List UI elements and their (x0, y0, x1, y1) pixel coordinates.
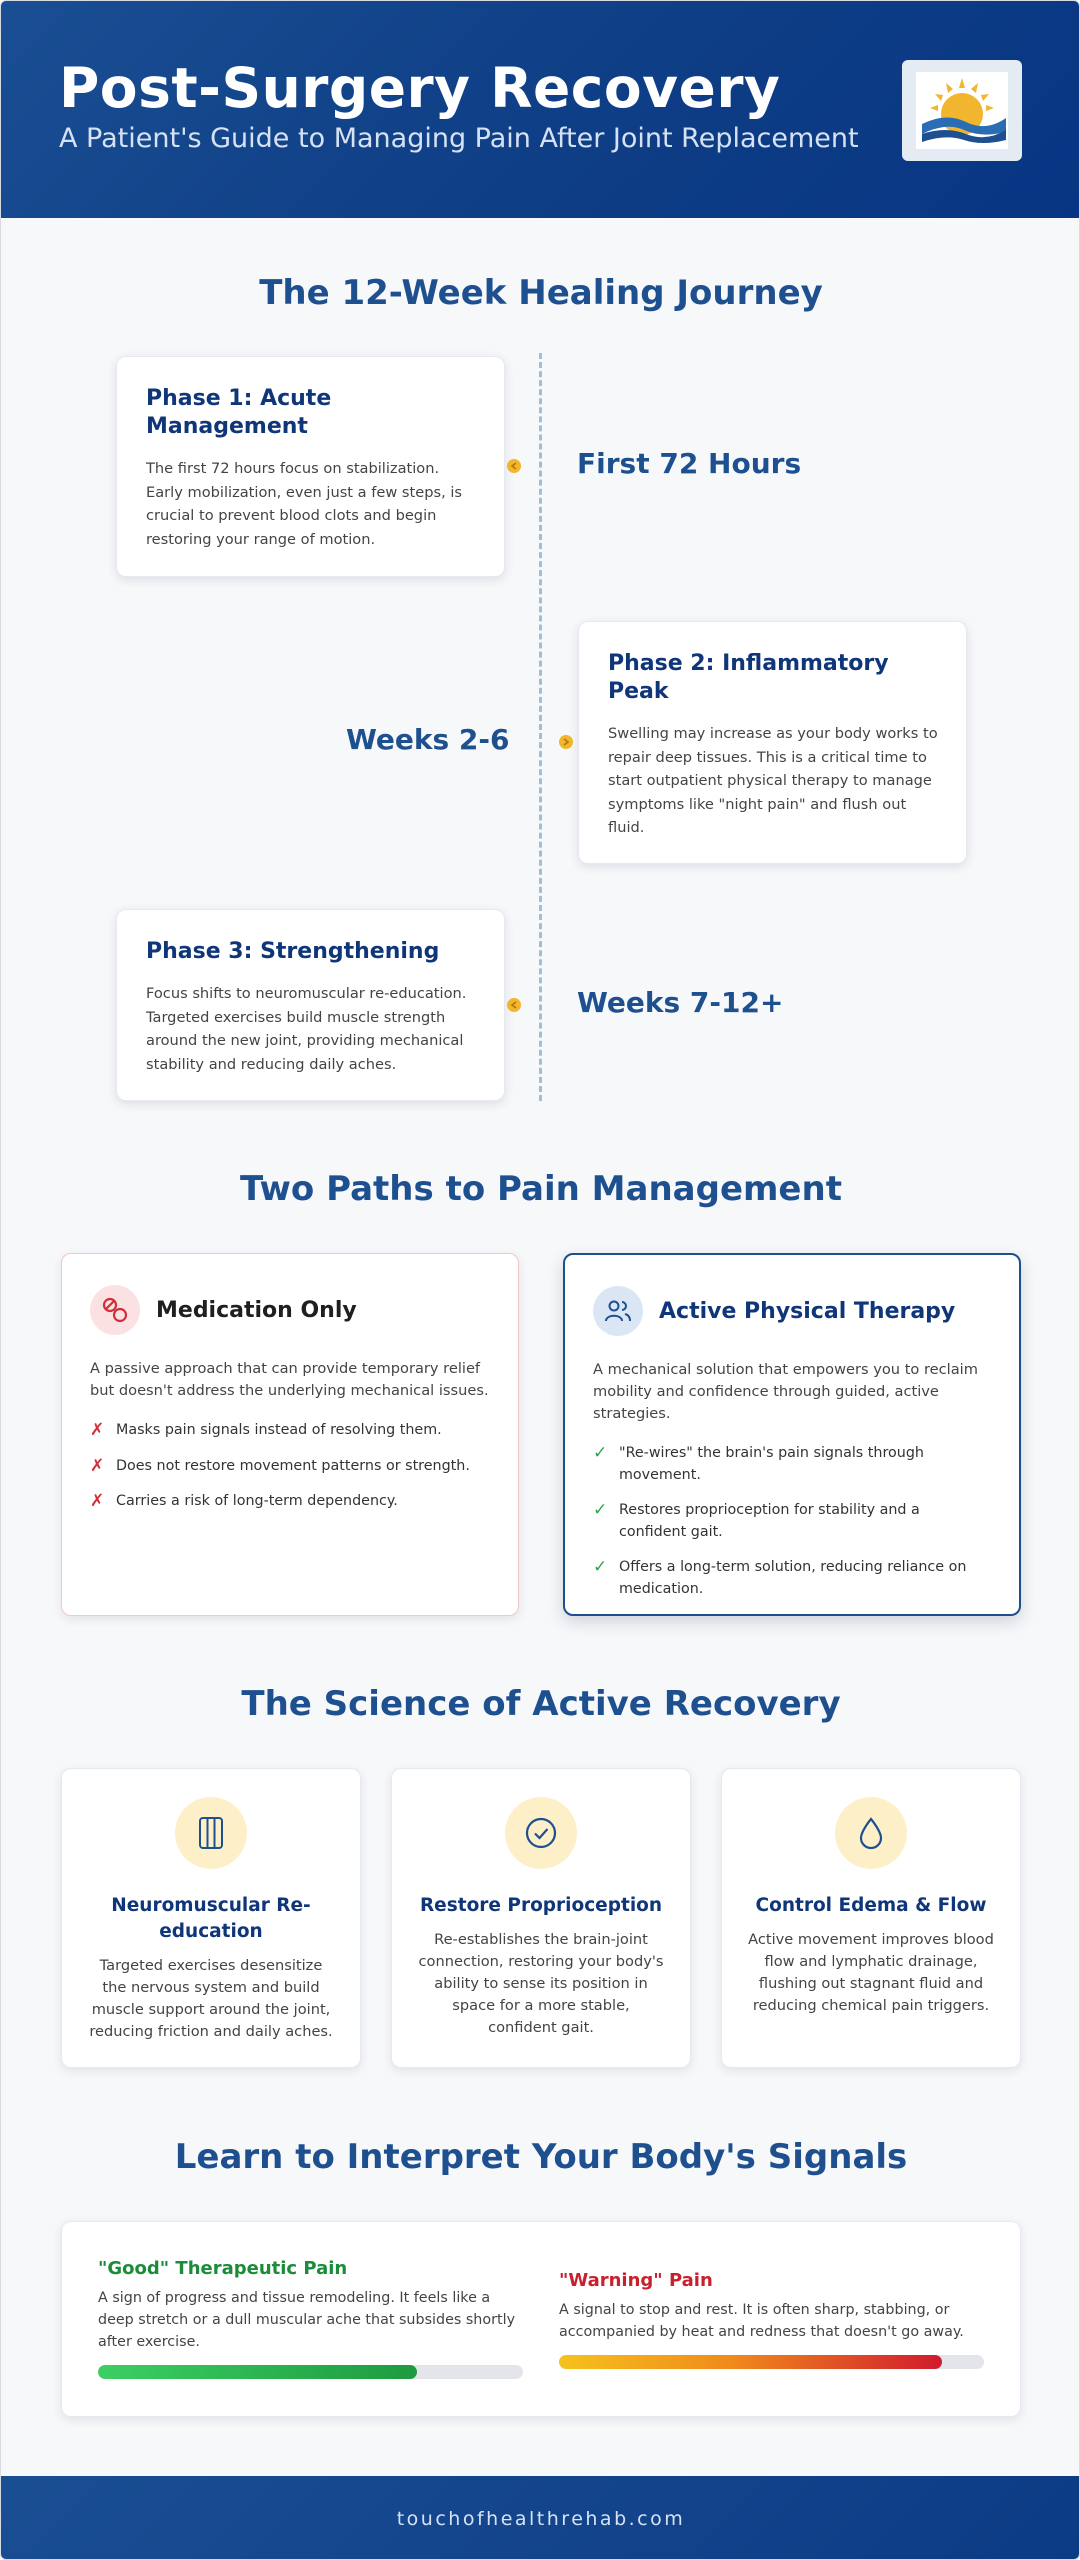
science-card-proprioception: Restore Proprioception Re-establishes th… (391, 1768, 691, 2068)
page-subtitle: A Patient's Guide to Managing Pain After… (59, 123, 859, 154)
check-circle-icon (505, 1797, 577, 1869)
medication-title: Medication Only (156, 1297, 357, 1323)
science-card-title: Neuromuscular Re-education (111, 1895, 311, 1942)
list-item: ✗Masks pain signals instead of resolving… (90, 1420, 442, 1440)
science-card-title: Control Edema & Flow (755, 1895, 987, 1916)
timeline-line (539, 353, 542, 1101)
therapy-card: Active Physical Therapy A mechanical sol… (563, 1253, 1021, 1616)
check-icon: ✓ (593, 1557, 608, 1577)
science-card-neuromuscular: Neuromuscular Re-education Targeted exer… (61, 1768, 361, 2068)
phase-1-title: Phase 1: Acute Management (146, 386, 332, 439)
footer: touchofhealthrehab.com (1, 2476, 1079, 2559)
timeline-dot-3 (507, 998, 521, 1012)
phase-1-label: First 72 Hours (577, 447, 802, 480)
warning-pain-bar-fill (559, 2355, 942, 2369)
good-pain-text: A sign of progress and tissue remodeling… (98, 2290, 516, 2350)
science-card-text: Re-establishes the brain-joint connectio… (418, 1931, 664, 2036)
check-icon: ✓ (593, 1500, 608, 1520)
arrow-left-icon (510, 1001, 517, 1009)
timeline-dot-1 (507, 459, 521, 473)
list-item: ✓Offers a long-term solution, reducing r… (593, 1557, 991, 1600)
medication-card: Medication Only A passive approach that … (61, 1253, 519, 1616)
warning-pain-text: A signal to stop and rest. It is often s… (559, 2302, 964, 2340)
therapy-list: ✓"Re-wires" the brain's pain signals thr… (593, 1443, 991, 1600)
therapy-title: Active Physical Therapy (659, 1298, 956, 1324)
signals-section-title: Learn to Interpret Your Body's Signals (174, 2137, 908, 2177)
droplet-icon (835, 1797, 907, 1869)
timeline-dot-2 (559, 735, 573, 749)
cross-icon: ✗ (90, 1420, 105, 1440)
phase-2-title: Phase 2: Inflammatory Peak (608, 651, 889, 704)
phase-2-text: Swelling may increase as your body works… (608, 725, 938, 836)
science-section-title: The Science of Active Recovery (241, 1684, 841, 1724)
science-card-title: Restore Proprioception (419, 1895, 663, 1916)
users-icon (593, 1286, 643, 1336)
cross-icon: ✗ (90, 1491, 105, 1511)
good-pain-column: "Good" Therapeutic Pain A sign of progre… (98, 2258, 523, 2379)
medication-desc: A passive approach that can provide temp… (90, 1360, 489, 1399)
good-pain-bar (98, 2365, 523, 2379)
list-item: ✗Carries a risk of long-term dependency. (90, 1491, 398, 1511)
list-item: ✓"Re-wires" the brain's pain signals thr… (593, 1443, 991, 1486)
phase-3-title: Phase 3: Strengthening (146, 939, 440, 964)
cross-icon: ✗ (90, 1455, 105, 1476)
phase-3-card: Phase 3: Strengthening Focus shifts to n… (116, 909, 505, 1101)
science-card-text: Targeted exercises desensitize the nervo… (89, 1957, 333, 2040)
warning-pain-title: "Warning" Pain (559, 2270, 713, 2291)
phase-1-card: Phase 1: Acute Management The first 72 h… (116, 356, 505, 577)
footer-website[interactable]: touchofhealthrehab.com (396, 2507, 686, 2530)
sun-wave-logo-icon (916, 72, 1008, 149)
phase-2-card: Phase 2: Inflammatory Peak Swelling may … (578, 621, 967, 864)
page-title: Post-Surgery Recovery (59, 56, 781, 120)
list-item: ✗Does not restore movement patterns or s… (90, 1455, 470, 1476)
good-pain-title: "Good" Therapeutic Pain (98, 2258, 348, 2279)
signals-card: "Good" Therapeutic Pain A sign of progre… (61, 2221, 1021, 2417)
good-pain-bar-fill (98, 2365, 417, 2379)
paths-section-title: Two Paths to Pain Management (240, 1169, 842, 1209)
phase-3-text: Focus shifts to neuromuscular re-educati… (146, 985, 467, 1073)
pills-icon (90, 1285, 140, 1335)
columns-icon (175, 1797, 247, 1869)
science-card-text: Active movement improves blood flow and … (748, 1931, 994, 2014)
warning-pain-bar (559, 2355, 984, 2369)
warning-pain-column: "Warning" Pain A signal to stop and rest… (559, 2270, 984, 2369)
science-card-edema: Control Edema & Flow Active movement imp… (721, 1768, 1021, 2068)
medication-list: ✗Masks pain signals instead of resolving… (90, 1420, 490, 1513)
therapy-desc: A mechanical solution that empowers you … (593, 1361, 978, 1422)
list-item: ✓Restores proprioception for stability a… (593, 1500, 991, 1543)
phase-3-label: Weeks 7-12+ (577, 986, 784, 1019)
phase-1-text: The first 72 hours focus on stabilizatio… (146, 460, 463, 548)
header: Post-Surgery Recovery A Patient's Guide … (1, 1, 1079, 218)
arrow-left-icon (510, 462, 517, 470)
phase-2-label: Weeks 2-6 (346, 723, 510, 756)
arrow-right-icon (563, 738, 570, 746)
check-icon: ✓ (593, 1443, 608, 1463)
timeline-section-title: The 12-Week Healing Journey (259, 273, 823, 313)
logo (902, 60, 1022, 161)
